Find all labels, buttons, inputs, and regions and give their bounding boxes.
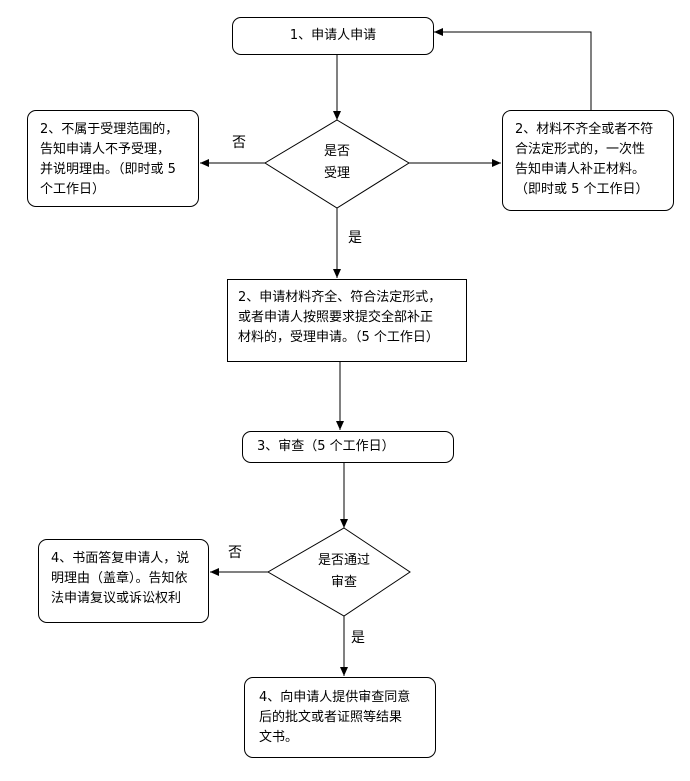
label-no-1: 否 [232, 135, 246, 151]
label-yes-1: 是 [348, 230, 362, 246]
arrow-supplement-back-to-apply [434, 28, 592, 110]
step-provide-docs-text: 4、向申请人提供审查同意 后的批文或者证照等结果 文书。 [259, 690, 411, 745]
step-review-text: 3、审查（5 个工作日） [257, 439, 395, 454]
step-supplement-text: 2、材料不齐全或者不符 合法定形式的，一次性 告知申请人补正材料。 （即时或 5… [515, 122, 654, 197]
decision-accept-text: 是否 受理 [323, 144, 350, 181]
step-provide-docs: 4、向申请人提供审查同意 后的批文或者证照等结果 文书。 [244, 677, 436, 758]
step-supplement: 2、材料不齐全或者不符 合法定形式的，一次性 告知申请人补正材料。 （即时或 5… [502, 110, 674, 211]
label-yes-2: 是 [351, 630, 365, 646]
decision-diamond-accept [264, 119, 410, 209]
step-reject: 2、不属于受理范围的， 告知申请人不予受理， 并说明理由。（即时或 5 个工作日… [27, 110, 199, 207]
decision-review-text: 是否通过 审查 [317, 553, 370, 590]
step-reject-text: 2、不属于受理范围的， 告知申请人不予受理， 并说明理由。（即时或 5 个工作日… [40, 122, 179, 197]
step-review: 3、审查（5 个工作日） [242, 431, 454, 463]
step-apply: 1、申请人申请 [232, 17, 434, 55]
decision-diamond-review [267, 527, 411, 617]
step-accept: 2、申请材料齐全、符合法定形式， 或者申请人按照要求提交全部补正 材料的，受理申… [227, 279, 467, 362]
step-accept-text: 2、申请材料齐全、符合法定形式， 或者申请人按照要求提交全部补正 材料的，受理申… [238, 290, 442, 345]
step-apply-text: 1、申请人申请 [289, 28, 377, 43]
step-written-reply: 4、书面答复申请人，说 明理由（盖章）。告知依 法申请复议或诉讼权利 [38, 539, 209, 623]
step-written-reply-text: 4、书面答复申请人，说 明理由（盖章）。告知依 法申请复议或诉讼权利 [51, 551, 190, 606]
label-no-2: 否 [228, 545, 242, 561]
